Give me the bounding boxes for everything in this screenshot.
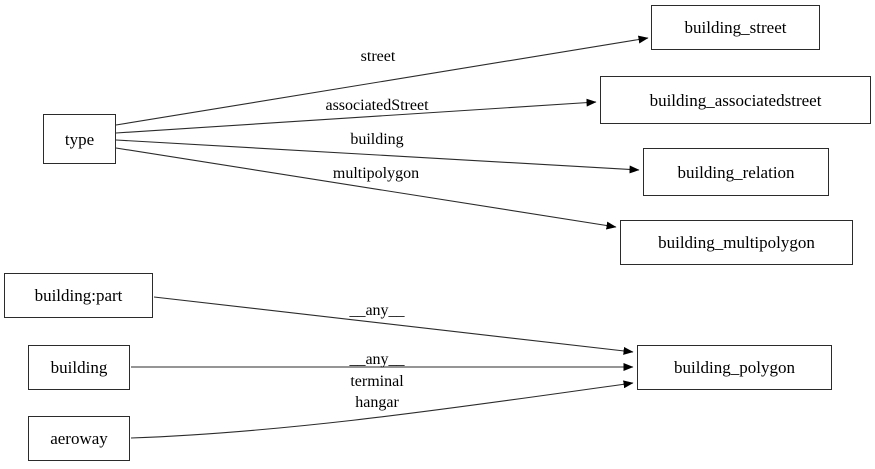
node-label: building <box>50 358 108 377</box>
edge-paths <box>115 35 649 439</box>
node-label: aeroway <box>50 429 108 448</box>
edge-building_part-to-building_polygon <box>153 296 634 355</box>
edge-label: hangar <box>355 394 399 411</box>
node-building_multipolygon[interactable]: building_multipolygon <box>620 220 853 265</box>
node-label: building_multipolygon <box>658 233 815 252</box>
node-label: type <box>64 129 95 149</box>
edge-label: building <box>350 131 404 148</box>
node-aeroway[interactable]: aeroway <box>28 416 130 461</box>
edge-label: multipolygon <box>332 165 420 182</box>
edge-aeroway-to-building_polygon <box>130 380 634 439</box>
node-label: building_relation <box>677 162 795 182</box>
edge-label: __any__ <box>349 302 405 319</box>
node-label: building:part <box>34 286 123 305</box>
node-building_part[interactable]: building:part <box>4 273 153 318</box>
edge-label: street <box>360 48 396 65</box>
node-building_street[interactable]: building_street <box>651 5 820 50</box>
node-building[interactable]: building <box>28 345 130 390</box>
edge-label: terminal <box>350 373 404 390</box>
node-building_associatedstreet[interactable]: building_associatedstreet <box>600 76 871 124</box>
node-type[interactable]: type <box>43 114 116 164</box>
edge-label: associatedStreet <box>325 97 429 114</box>
node-building_polygon[interactable]: building_polygon <box>637 345 832 390</box>
edge-type-to-building_associatedstreet <box>115 98 597 134</box>
edge-type-to-building_relation <box>115 139 640 174</box>
edge-type-to-building_multipolygon <box>115 147 617 230</box>
edge-type-to-building_street <box>115 35 649 126</box>
node-building_relation[interactable]: building_relation <box>643 148 829 196</box>
edge-label: __any__ <box>349 351 405 368</box>
node-label: building_polygon <box>674 358 795 377</box>
node-label: building_associatedstreet <box>649 90 822 110</box>
node-label: building_street <box>684 18 787 37</box>
